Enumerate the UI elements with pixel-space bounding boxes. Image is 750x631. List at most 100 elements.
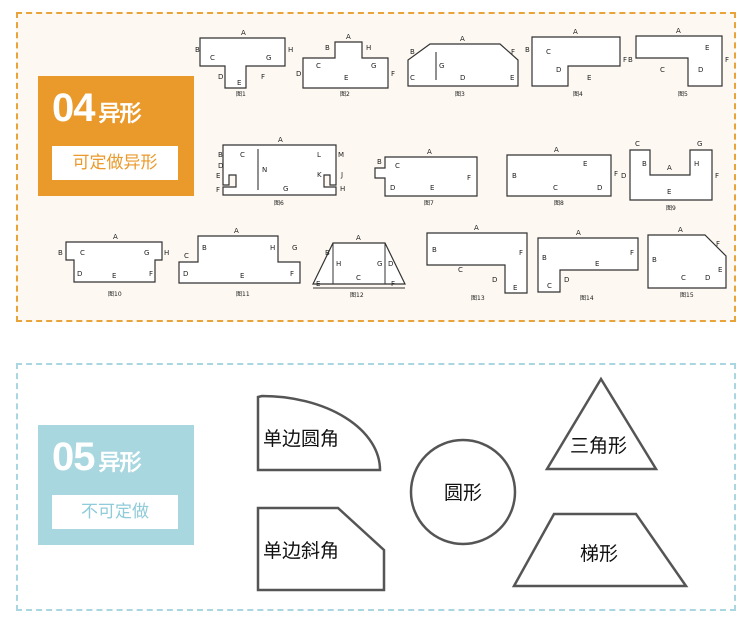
- label-c: C: [546, 48, 551, 56]
- label-d: D: [597, 184, 602, 192]
- label-f: F: [630, 249, 634, 257]
- quarter-round-label: 单边圆角: [263, 428, 339, 450]
- figure-caption: 图11: [236, 291, 250, 298]
- figure-caption: 图5: [678, 91, 688, 98]
- section-04-title: 异形: [98, 101, 142, 126]
- section-04-number: 04: [52, 86, 95, 130]
- section-05-subtitle: 不可定做: [52, 495, 178, 529]
- figure-caption: 图12: [350, 292, 364, 299]
- figure-12: A B H G D C E F 图12: [312, 234, 406, 299]
- figure-14: A B F E C D 图14: [537, 229, 639, 302]
- label-a: A: [573, 28, 578, 36]
- figure-15: A B F E C D 图15: [647, 226, 727, 299]
- label-f: F: [715, 172, 719, 180]
- label-g: G: [439, 62, 444, 70]
- section-05-title: 异形: [98, 450, 142, 475]
- figure-caption: 图2: [340, 91, 350, 98]
- label-g: G: [144, 249, 149, 257]
- label-g: G: [283, 185, 288, 193]
- label-a: A: [676, 27, 681, 35]
- circle-label: 圆形: [444, 482, 482, 504]
- label-c: C: [356, 274, 361, 282]
- label-h: H: [164, 249, 169, 257]
- label-h: H: [270, 244, 275, 252]
- figure-caption: 图10: [108, 291, 122, 298]
- label-b: B: [652, 256, 657, 264]
- label-b: B: [58, 249, 63, 257]
- label-a: A: [576, 229, 581, 237]
- label-g: G: [292, 244, 297, 252]
- label-g: G: [266, 54, 271, 62]
- label-a: A: [346, 33, 351, 41]
- label-e: E: [705, 44, 709, 52]
- label-f: F: [623, 56, 627, 64]
- label-e: E: [510, 74, 514, 82]
- label-e: E: [344, 74, 348, 82]
- label-b: B: [432, 246, 437, 254]
- label-c: C: [316, 62, 321, 70]
- label-a: A: [234, 227, 239, 235]
- label-c: C: [547, 282, 552, 290]
- label-e: E: [216, 172, 220, 180]
- trapezoid-label: 梯形: [580, 543, 618, 565]
- figure-2: A B H C G D E F 图2: [296, 33, 395, 98]
- label-c: C: [635, 140, 640, 148]
- figure-caption: 图3: [455, 91, 465, 98]
- label-f: F: [391, 70, 395, 78]
- label-d: D: [388, 260, 393, 268]
- label-c: C: [210, 54, 215, 62]
- label-d: D: [77, 270, 82, 278]
- label-j: J: [340, 171, 343, 179]
- label-d: D: [705, 274, 710, 282]
- figure-caption: 图13: [471, 295, 485, 302]
- label-f: F: [467, 174, 471, 182]
- triangle-label: 三角形: [570, 435, 627, 457]
- label-g: G: [377, 260, 382, 268]
- label-d: D: [183, 270, 188, 278]
- label-d: D: [698, 66, 703, 74]
- label-e: E: [667, 188, 671, 196]
- label-c: C: [395, 162, 400, 170]
- label-m: M: [338, 151, 344, 159]
- single-bevel-shape: 单边斜角: [256, 506, 386, 592]
- label-c: C: [80, 249, 85, 257]
- circle-shape: 圆形: [409, 438, 517, 546]
- figure-caption: 图6: [274, 200, 284, 207]
- figure-3: A B F G C D E 图3: [407, 35, 519, 98]
- label-f: F: [725, 56, 729, 64]
- label-b: B: [218, 151, 223, 159]
- figure-caption: 图8: [554, 200, 564, 207]
- label-e: E: [316, 280, 320, 288]
- label-a: A: [474, 224, 479, 232]
- figure-6: A B C L M N D E F G K J H 图6: [216, 136, 345, 207]
- label-b: B: [202, 244, 207, 252]
- label-n: N: [262, 166, 267, 174]
- label-e: E: [583, 160, 587, 168]
- label-b: B: [642, 160, 647, 168]
- label-c: C: [660, 66, 665, 74]
- single-bevel-label: 单边斜角: [263, 540, 339, 562]
- label-d: D: [556, 66, 561, 74]
- label-l: L: [317, 151, 321, 159]
- label-h: H: [366, 44, 371, 52]
- label-e: E: [587, 74, 591, 82]
- label-f: F: [716, 240, 720, 248]
- figure-1: A B C G H D E F 图1: [195, 29, 293, 98]
- figure-13: A B F C D E 图13: [426, 224, 528, 302]
- label-d: D: [218, 162, 223, 170]
- label-b: B: [325, 249, 330, 257]
- label-e: E: [595, 260, 599, 268]
- label-f: F: [290, 270, 294, 278]
- label-b: B: [525, 46, 530, 54]
- figure-11: A B C H G D E F 图11: [178, 227, 301, 298]
- label-h: H: [288, 46, 293, 54]
- figure-9: C G B A H D E F 图9: [621, 140, 719, 212]
- label-d: D: [460, 74, 465, 82]
- label-b: B: [377, 158, 382, 166]
- figure-7: A B C D E F 图7: [374, 148, 478, 207]
- figure-5: A B E F C D 图5: [628, 27, 729, 98]
- label-d: D: [564, 276, 569, 284]
- label-d: D: [390, 184, 395, 192]
